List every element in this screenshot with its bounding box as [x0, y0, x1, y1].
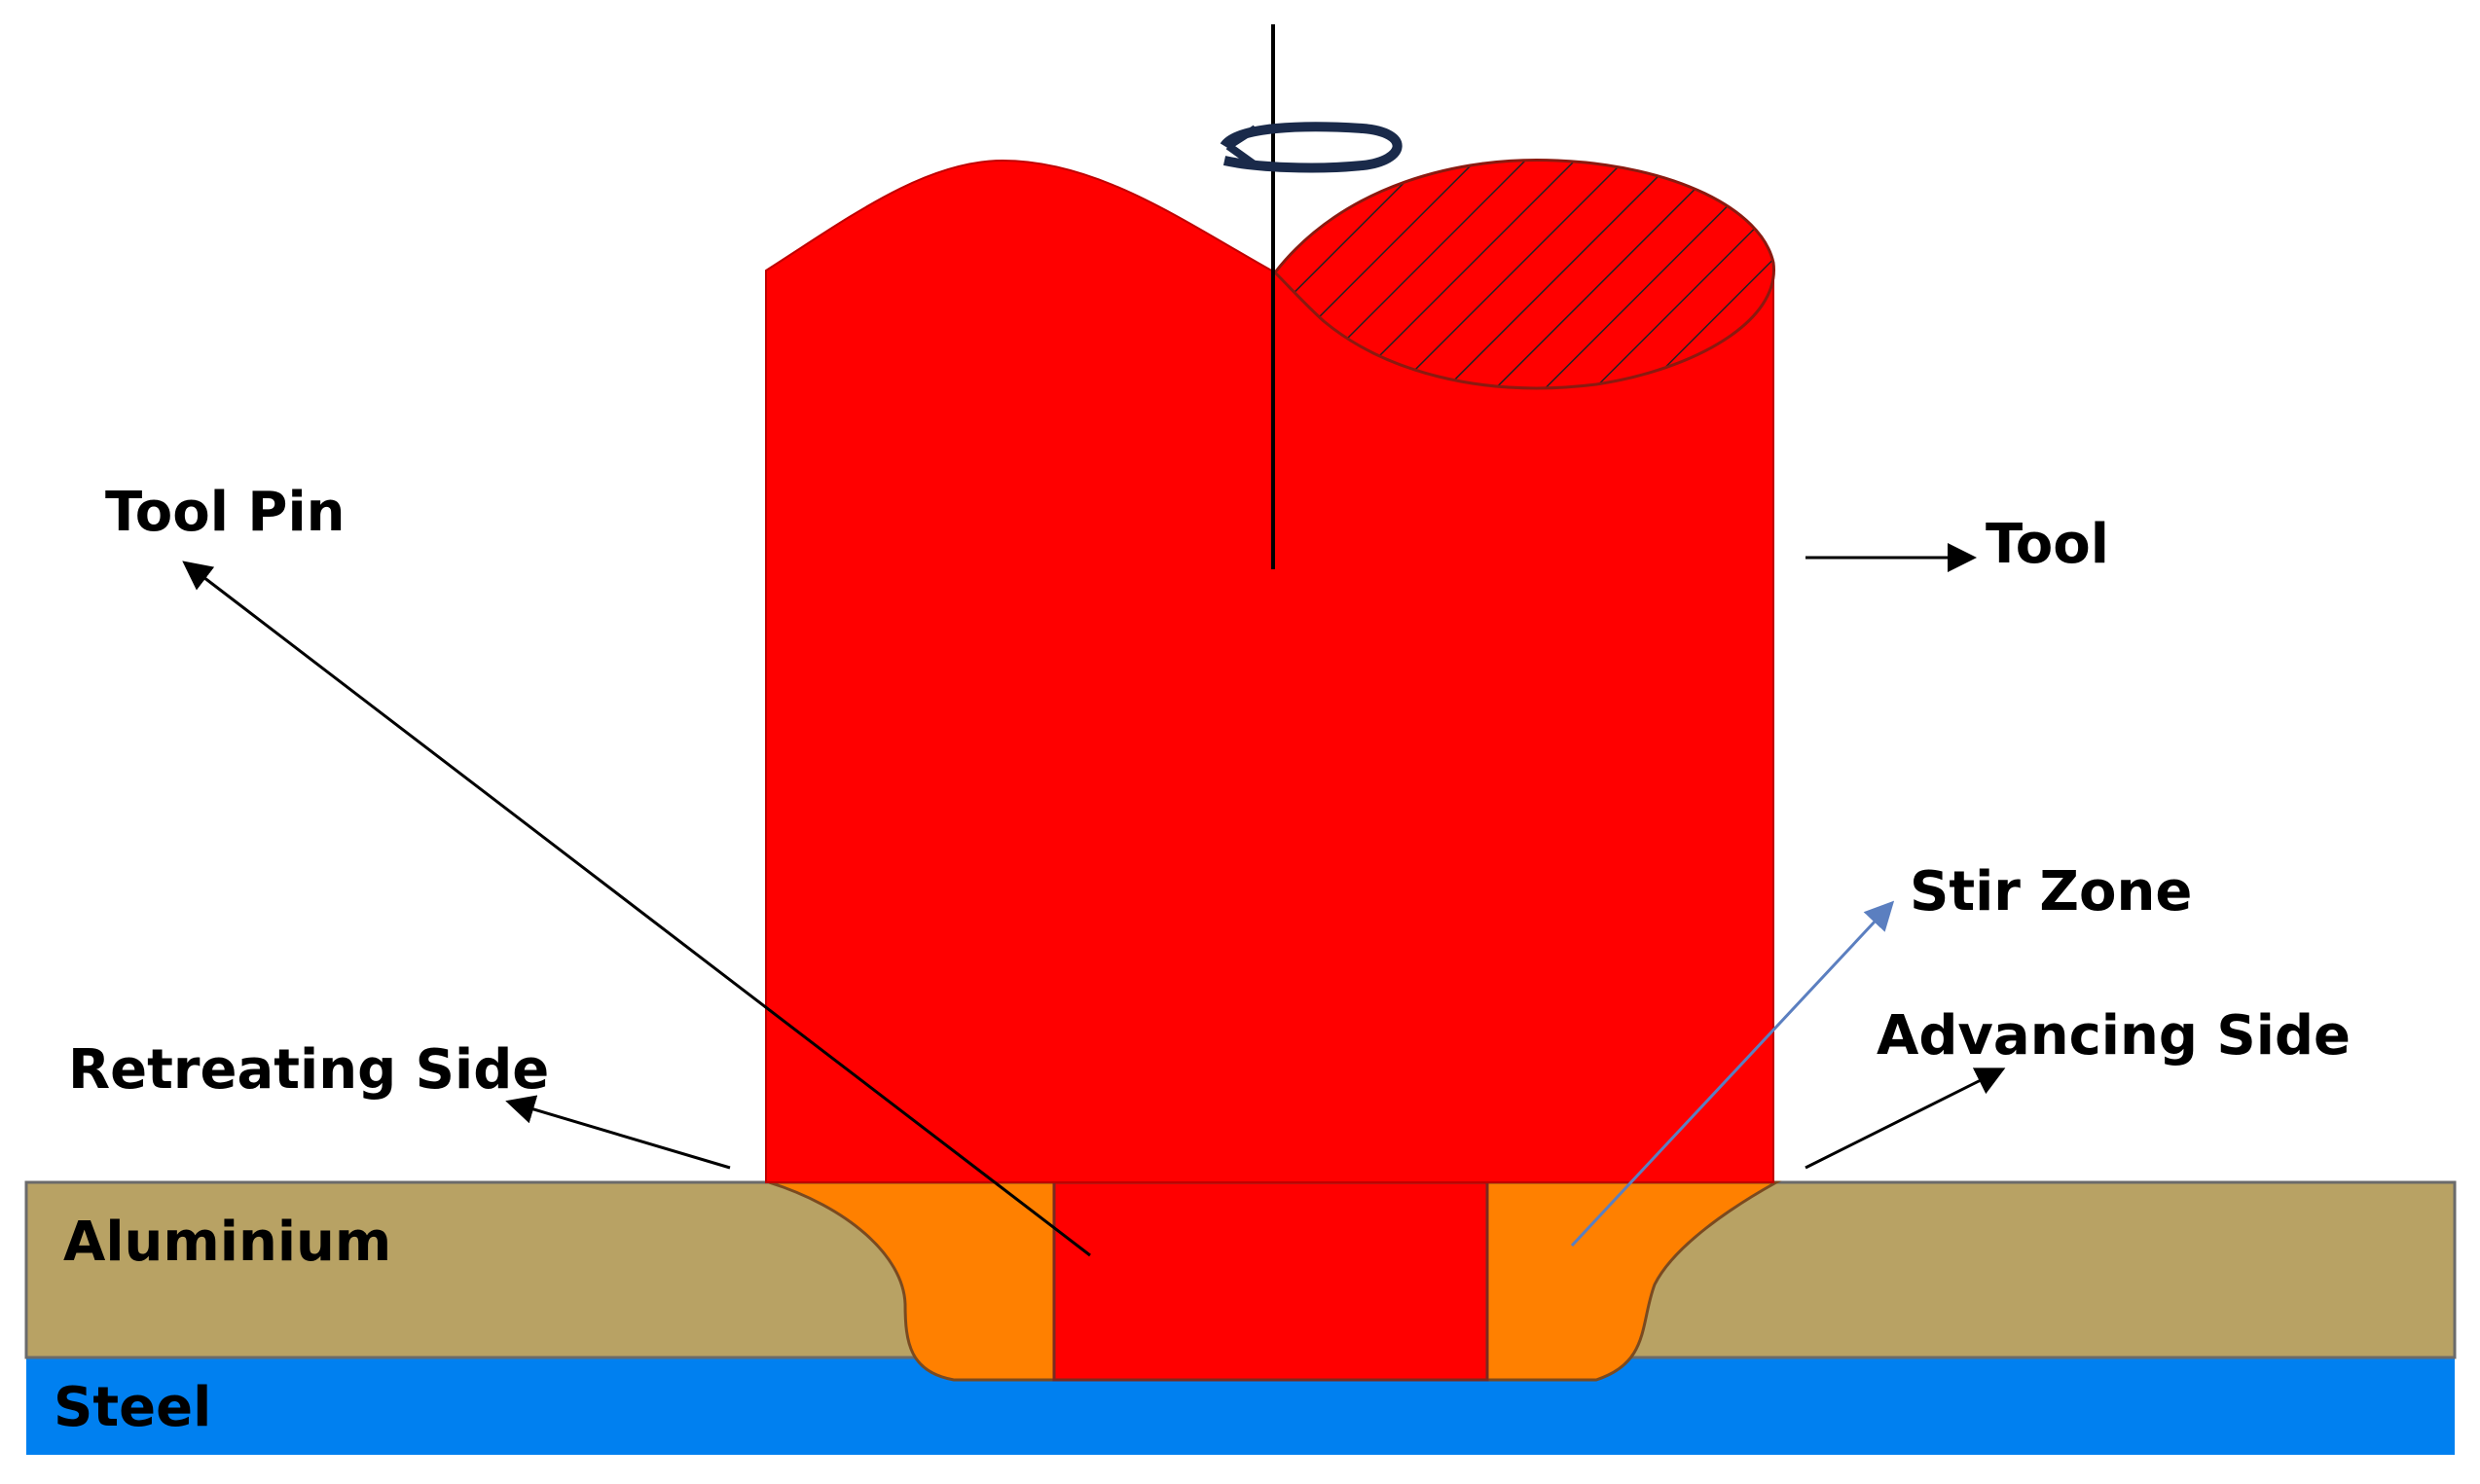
tool-pin	[1052, 1180, 1489, 1382]
advancing-side-arrow	[1805, 1068, 2006, 1170]
stir-zone-label: Stir Zone	[1910, 860, 2192, 923]
stir-zone-arrow	[1570, 900, 1895, 1248]
steel-label: Steel	[54, 1376, 211, 1439]
rotation-arrow-icon	[1220, 122, 1403, 173]
tool-pin-label: Tool Pin	[105, 481, 346, 544]
tool-pin-arrow	[182, 561, 1091, 1257]
aluminium-label: Aluminium	[63, 1211, 391, 1274]
retreating-side-label: Retreating Side	[68, 1038, 549, 1102]
retreating-side-arrow	[505, 1095, 731, 1170]
advancing-side-label: Advancing Side	[1877, 1004, 2351, 1068]
tool-label: Tool	[1986, 513, 2109, 576]
